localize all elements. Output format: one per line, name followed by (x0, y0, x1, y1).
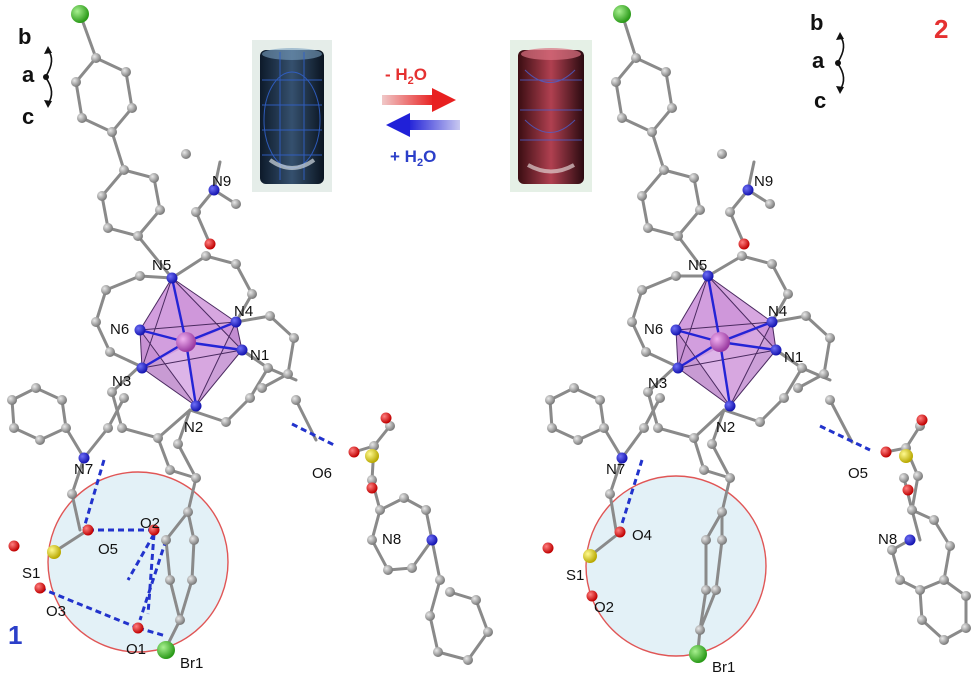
atom-label-br1: Br1 (712, 659, 735, 676)
hydrogen-bonds (618, 424, 871, 531)
atom-label-o2: O2 (140, 515, 160, 532)
crystal-photo-dehydrated (510, 40, 592, 192)
axis-b-label: b (18, 24, 31, 49)
axis-c-label: c (814, 88, 826, 113)
atom-label-n1: N1 (250, 347, 269, 364)
dehydrate-label: - H2O (385, 65, 427, 87)
atom-label-br1: Br1 (180, 655, 203, 672)
atom-label-o4: O4 (632, 527, 652, 544)
hydrate-label: + H2O (390, 147, 436, 169)
transition-arrows: - H2O + H2O (382, 65, 460, 169)
crystal-photo-hydrated (252, 40, 332, 192)
atom-label-o5: O5 (98, 541, 118, 558)
atom-label-n6: N6 (644, 321, 663, 338)
compound-label-2: 2 (934, 14, 948, 44)
atom-label-o6: O6 (312, 465, 332, 482)
atom-label-s1: S1 (566, 567, 584, 584)
atom-label-n4: N4 (768, 303, 787, 320)
structure-compound-1: N5 N4 N6 N1 N3 N2 N9 N7 N8 O6 O2 O5 S1 O… (7, 5, 493, 672)
atom-label-n9: N9 (754, 173, 773, 190)
atom-label-n5: N5 (152, 257, 171, 274)
atom-label-n2: N2 (716, 419, 735, 436)
atom-label-o1: O1 (126, 641, 146, 658)
coordination-octahedron (675, 275, 777, 407)
atom-label-n2: N2 (184, 419, 203, 436)
metal-atom (176, 332, 196, 352)
atom-label-n3: N3 (648, 375, 667, 392)
atom-label-n7: N7 (74, 461, 93, 478)
axis-a-label: a (22, 62, 35, 87)
axes-indicator-left: b a c (18, 24, 53, 129)
axis-c-label: c (22, 104, 34, 129)
atom-labels-2: N5 N4 N6 N1 N3 N2 N9 N7 N8 O5 O4 S1 O2 B… (566, 173, 897, 676)
atom-label-s1: S1 (22, 565, 40, 582)
atom-label-n3: N3 (112, 373, 131, 390)
atom-label-o5: O5 (848, 465, 868, 482)
atom-label-n6: N6 (110, 321, 129, 338)
coordination-octahedron (139, 277, 243, 407)
atom-label-o3: O3 (46, 603, 66, 620)
atom-label-n8: N8 (382, 531, 401, 548)
atom-label-o2: O2 (594, 599, 614, 616)
compound-label-1: 1 (8, 620, 22, 650)
atom-label-n4: N4 (234, 303, 253, 320)
structure-compound-2: N5 N4 N6 N1 N3 N2 N9 N7 N8 O5 O4 S1 O2 B… (542, 5, 971, 676)
atom-label-n1: N1 (784, 349, 803, 366)
axis-a-label: a (812, 48, 825, 73)
atom-label-n7: N7 (606, 461, 625, 478)
atom-labels-1: N5 N4 N6 N1 N3 N2 N9 N7 N8 O6 O2 O5 S1 O… (22, 173, 401, 672)
atom-label-n5: N5 (688, 257, 707, 274)
axes-indicator-right: b a c (810, 10, 845, 113)
atom-label-n9: N9 (212, 173, 231, 190)
axis-b-label: b (810, 10, 823, 35)
metal-atom (710, 332, 730, 352)
atom-label-n8: N8 (878, 531, 897, 548)
